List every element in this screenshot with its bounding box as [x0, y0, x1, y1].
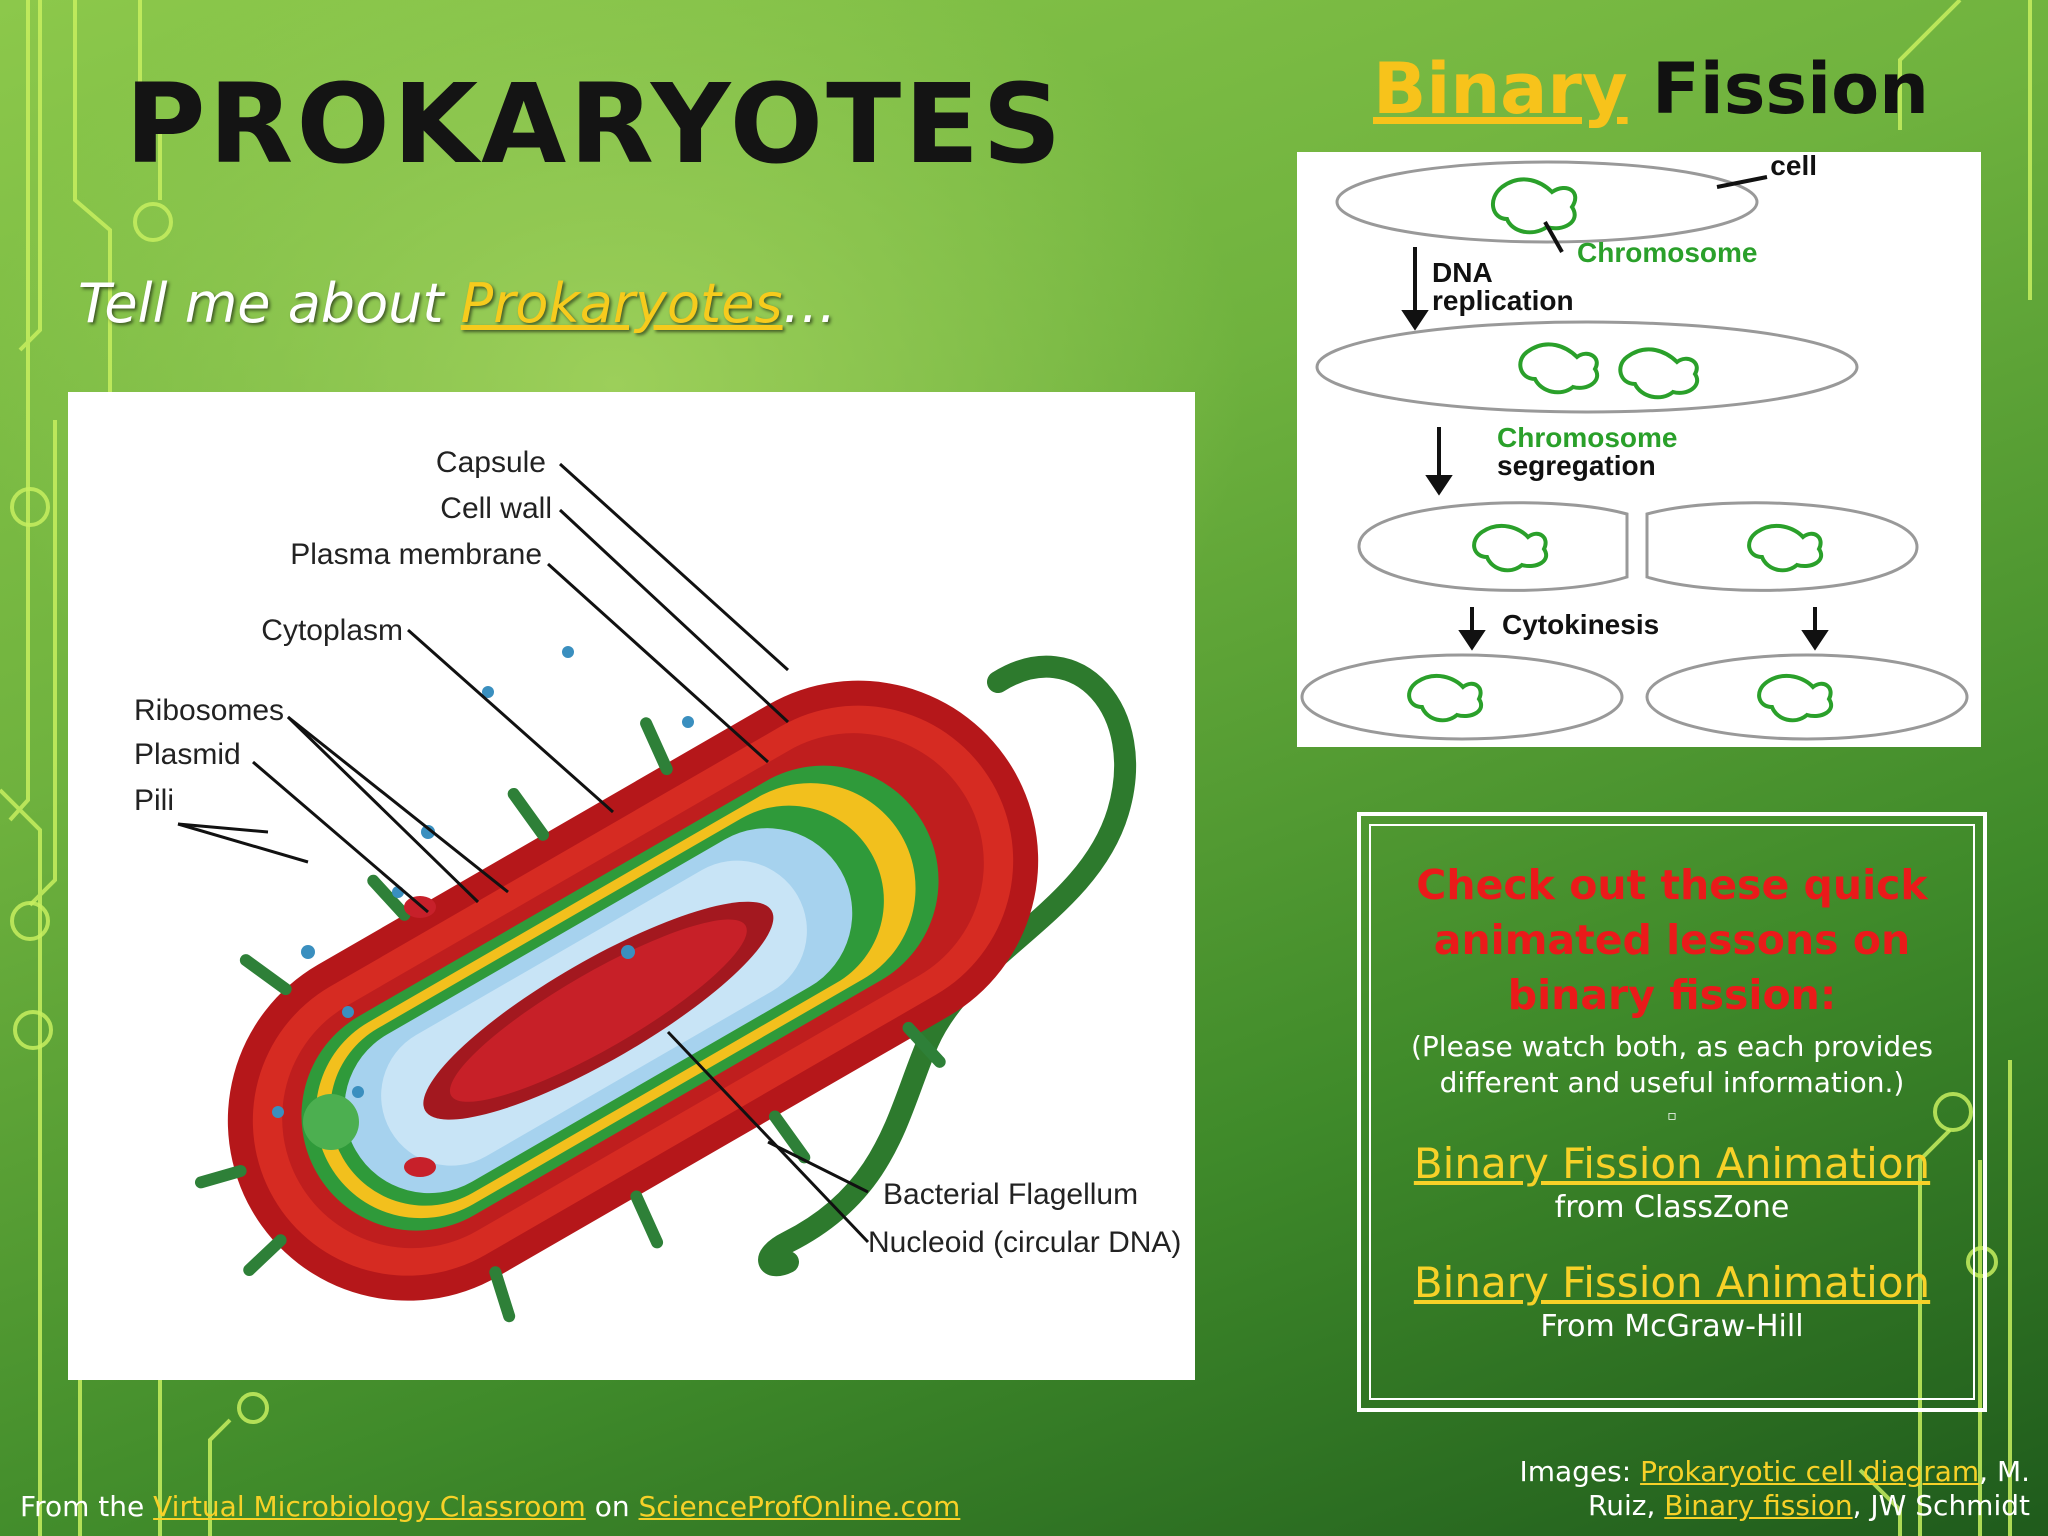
label-cell: cell — [1770, 152, 1817, 181]
lessons-note: (Please watch both, as each provides dif… — [1361, 1029, 1983, 1101]
label-chromosome: Chromosome — [1577, 237, 1757, 268]
binary-link[interactable]: Binary — [1373, 48, 1628, 130]
animated-lessons-panel: Check out these quick animated lessons o… — [1357, 812, 1987, 1412]
cell-body — [194, 680, 1039, 1323]
classzone-source: from ClassZone — [1554, 1190, 1790, 1225]
label-plasma-membrane: Plasma membrane — [290, 538, 542, 571]
lessons-heading: Check out these quick animated lessons o… — [1361, 858, 1983, 1023]
mcgraw-hill-animation-link[interactable]: Binary Fission Animation — [1413, 1258, 1931, 1307]
label-ribosomes: Ribosomes — [134, 694, 284, 727]
lessons-heading-line-1: Check out these quick — [1416, 861, 1928, 909]
footer-right-suffix: , JW Schmidt — [1852, 1489, 2030, 1522]
label-plasmid: Plasmid — [134, 738, 241, 771]
footer-left-prefix: From the — [20, 1490, 154, 1523]
footer-left-mid: on — [585, 1490, 639, 1523]
cell-illustration: Capsule Cell wall Plasma membrane Cytopl… — [134, 446, 1181, 1323]
fission-illustration: cell Chromosome DNA replication Chromoso… — [1300, 150, 1969, 741]
classzone-animation-link[interactable]: Binary Fission Animation — [1413, 1139, 1931, 1188]
binary-fission-image-link[interactable]: Binary fission — [1664, 1489, 1853, 1522]
prokaryotes-link[interactable]: Prokaryotes — [460, 272, 783, 335]
footer-credit-left: From the Virtual Microbiology Classroom … — [20, 1490, 960, 1523]
label-segregation: segregation — [1497, 450, 1656, 481]
lessons-note-line-1: (Please watch both, as each provides — [1410, 1030, 1933, 1063]
label-capsule: Capsule — [436, 446, 546, 479]
footer-right-prefix: Images: — [1519, 1455, 1641, 1488]
lessons-heading-line-3: binary fission: — [1507, 971, 1837, 1019]
slide-title: PROKARYOTES — [125, 60, 1065, 188]
label-replication: replication — [1432, 285, 1574, 316]
binary-fission-diagram: cell Chromosome DNA replication Chromoso… — [1297, 150, 1981, 747]
label-cytokinesis: Cytokinesis — [1502, 609, 1659, 640]
slide-prompt: Tell me about Prokaryotes… — [78, 272, 837, 335]
label-chromosome-2: Chromosome — [1497, 422, 1677, 453]
scienceprofonline-link[interactable]: ScienceProfOnline.com — [638, 1490, 961, 1523]
lessons-note-line-2: different and useful information.) — [1439, 1066, 1905, 1099]
mcgraw-hill-source: From McGraw-Hill — [1540, 1309, 1804, 1344]
fission-word: Fission — [1627, 48, 1930, 130]
label-flagellum: Bacterial Flagellum — [883, 1178, 1138, 1211]
prompt-suffix: … — [782, 272, 837, 335]
plasmid-shape — [303, 1094, 359, 1150]
prokaryotic-cell-diagram: Capsule Cell wall Plasma membrane Cytopl… — [68, 392, 1195, 1380]
label-pili: Pili — [134, 784, 174, 817]
footer-right-mid: , M. Ruiz, — [1588, 1455, 2030, 1522]
footer-image-credits: Images: Prokaryotic cell diagram, M. Rui… — [1500, 1455, 2030, 1523]
bullet-marker: ▫ — [1667, 1108, 1677, 1124]
label-nucleoid: Nucleoid (circular DNA) — [868, 1226, 1181, 1259]
label-cell-wall: Cell wall — [440, 492, 552, 525]
prokaryotic-cell-diagram-link[interactable]: Prokaryotic cell diagram — [1640, 1455, 1980, 1488]
lessons-heading-line-2: animated lessons on — [1433, 916, 1911, 964]
label-dna: DNA — [1432, 257, 1493, 288]
binary-fission-title: Binary Fission — [1373, 48, 1929, 130]
label-cytoplasm: Cytoplasm — [261, 614, 403, 647]
prompt-prefix: Tell me about — [78, 272, 461, 335]
virtual-microbiology-link[interactable]: Virtual Microbiology Classroom — [153, 1490, 586, 1523]
